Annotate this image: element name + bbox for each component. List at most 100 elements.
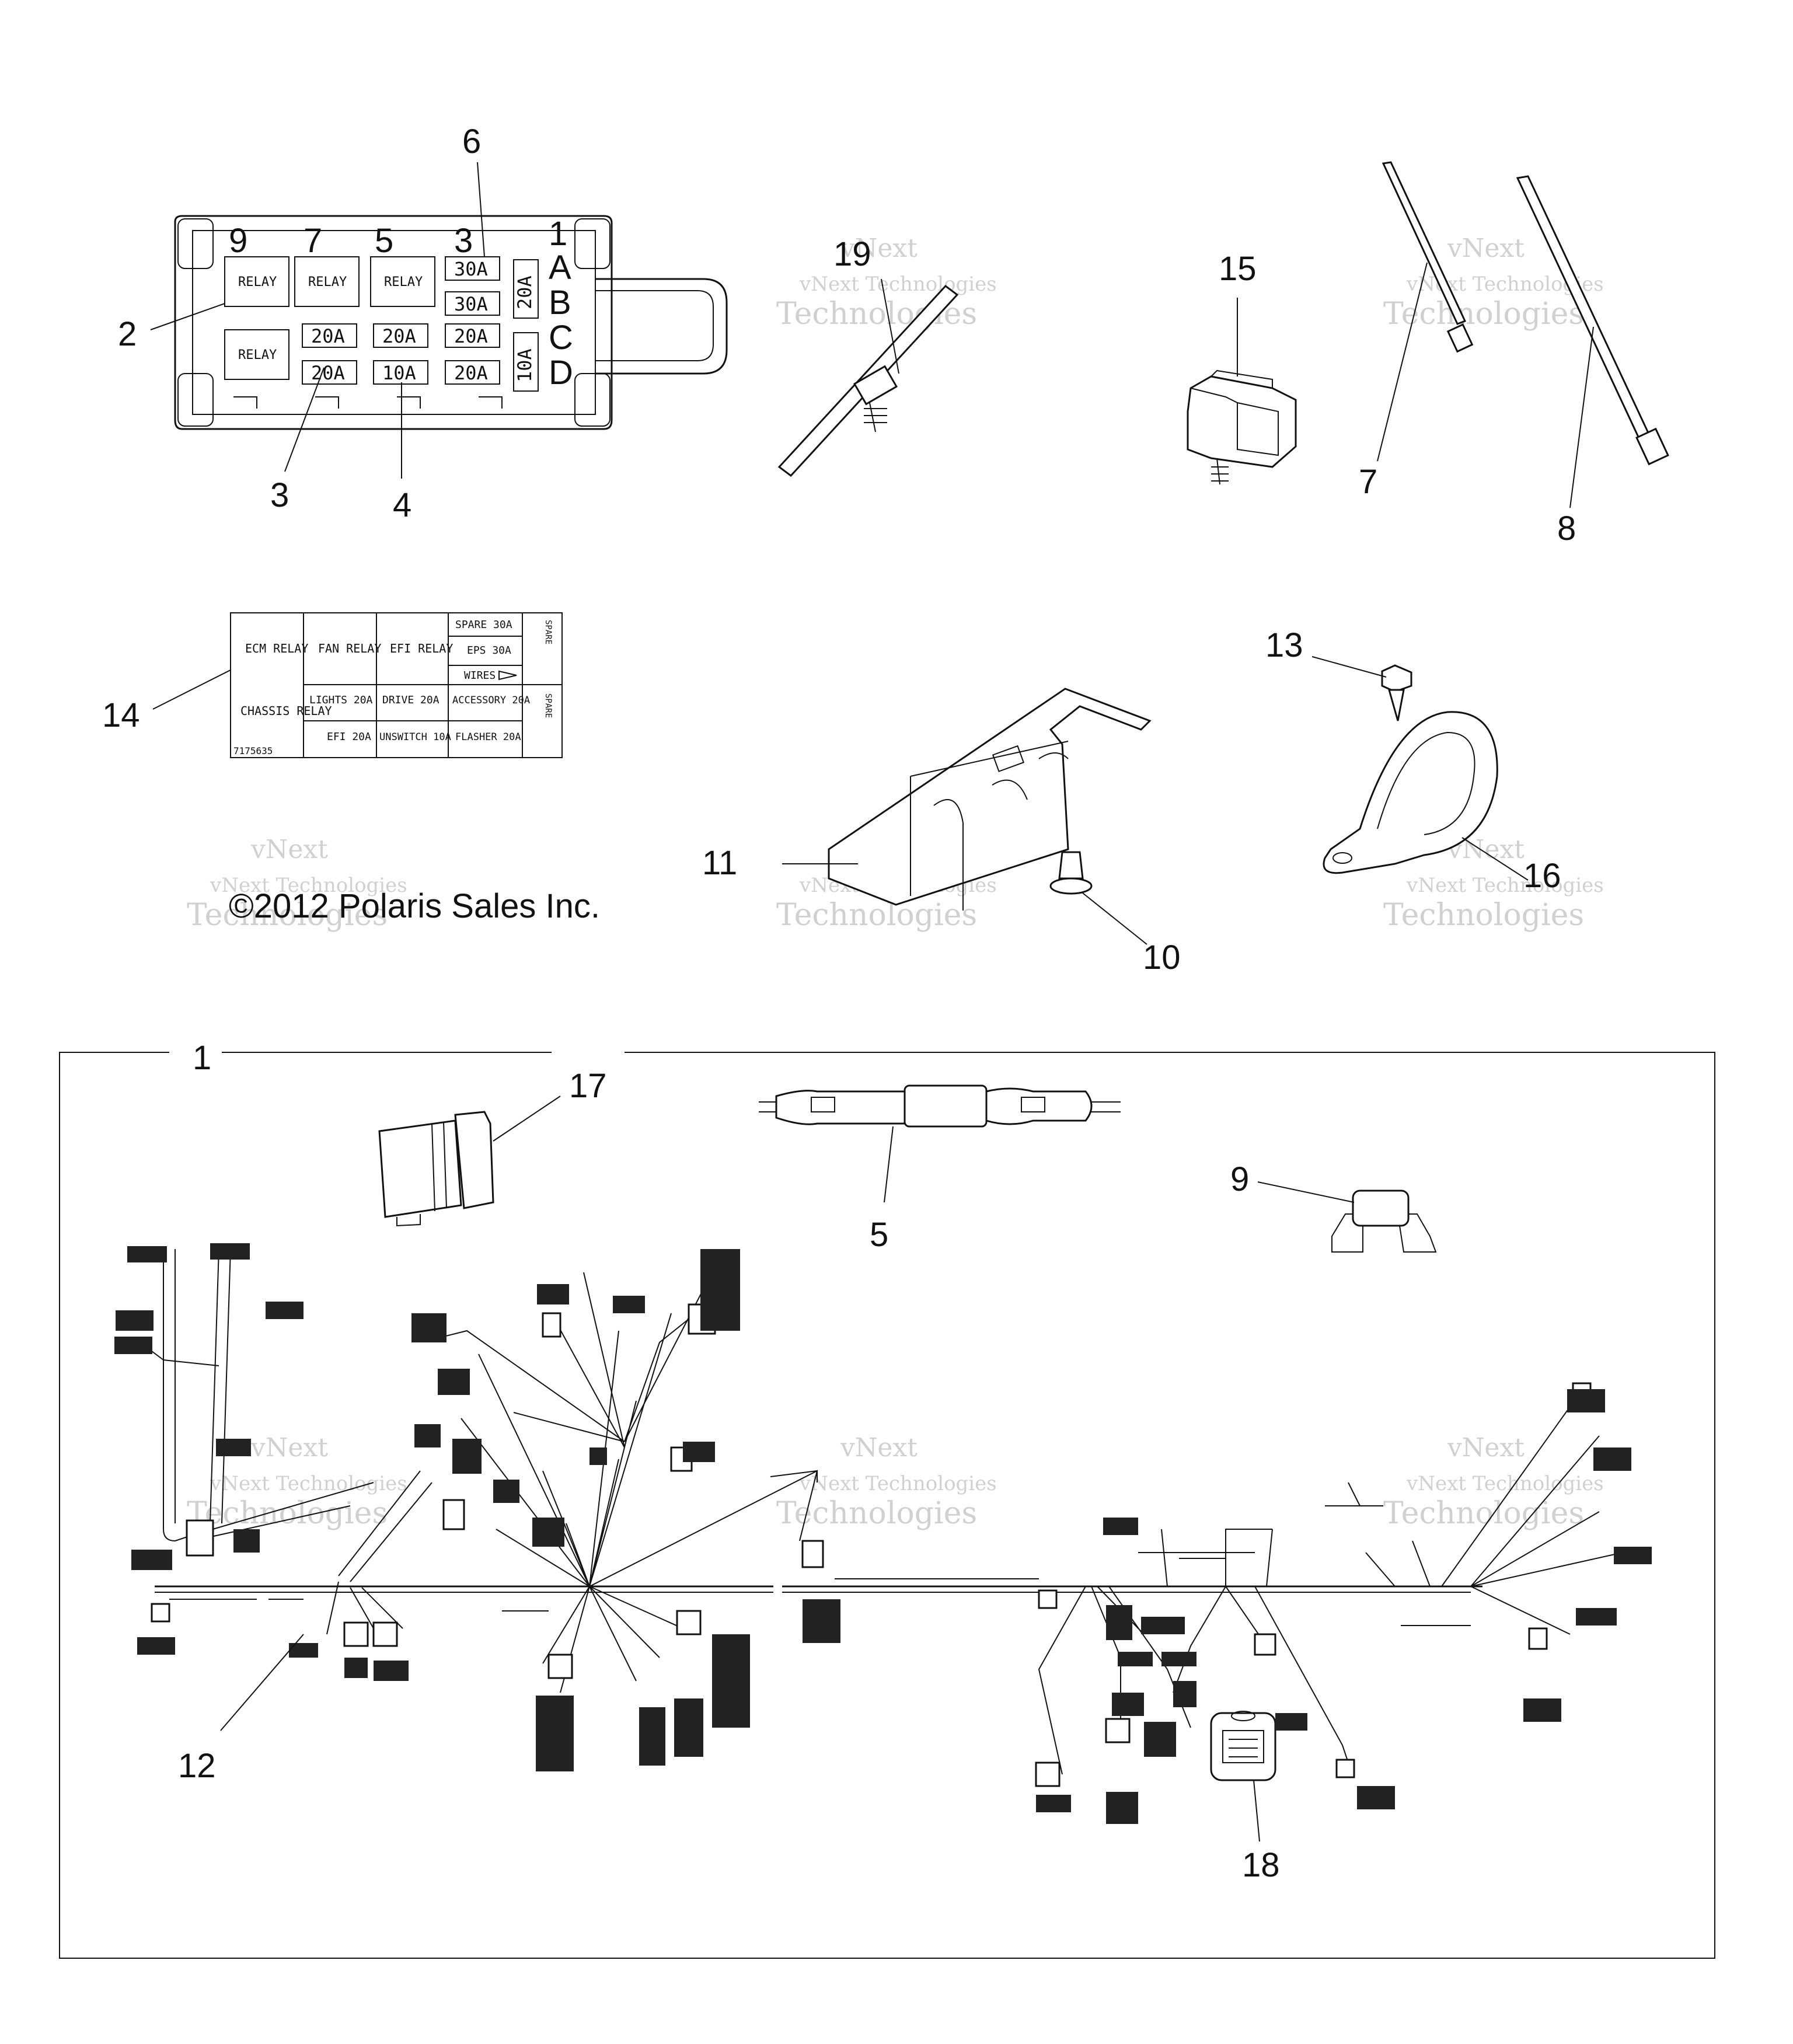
svg-text:ECM RELAY: ECM RELAY xyxy=(245,641,308,655)
callout-12: 12 xyxy=(178,1747,216,1785)
svg-text:ACCESSORY 20A: ACCESSORY 20A xyxy=(452,695,530,706)
svg-text:Technologies: Technologies xyxy=(1383,898,1584,933)
fuse-decal-14: ECM RELAY FAN RELAY EFI RELAY SPARE 30A … xyxy=(230,612,563,758)
svg-text:vNext: vNext xyxy=(250,1433,328,1463)
svg-text:FLASHER 20A: FLASHER 20A xyxy=(455,731,521,743)
svg-text:RELAY: RELAY xyxy=(238,348,277,362)
svg-text:LIGHTS 20A: LIGHTS 20A xyxy=(309,694,373,706)
svg-text:FAN RELAY: FAN RELAY xyxy=(318,641,381,655)
svg-text:SPARE 30A: SPARE 30A xyxy=(455,619,512,631)
svg-text:30A: 30A xyxy=(454,258,488,280)
fuse-box: 9 7 5 3 1 RELAY RELAY RELAY RELAY 30A 30… xyxy=(174,215,728,430)
watermark-2: vNext vNext Technologies Technologies xyxy=(776,233,997,332)
leader-7 xyxy=(1377,262,1428,462)
svg-text:Technologies: Technologies xyxy=(187,898,388,933)
screw-13 xyxy=(1381,664,1412,721)
svg-text:20A: 20A xyxy=(454,362,488,384)
cable-tie-19 xyxy=(777,284,959,477)
callout-14: 14 xyxy=(102,696,140,734)
svg-text:20A: 20A xyxy=(311,362,345,384)
leader-8 xyxy=(1569,326,1594,508)
connector-9 xyxy=(1331,1190,1437,1253)
callout-7: 7 xyxy=(1359,463,1377,501)
svg-text:RELAY: RELAY xyxy=(384,275,423,289)
svg-text:vNext: vNext xyxy=(840,233,918,263)
callout-16: 16 xyxy=(1523,857,1561,895)
svg-text:A: A xyxy=(549,249,571,287)
callout-11: 11 xyxy=(702,844,737,882)
svg-text:3: 3 xyxy=(454,222,473,260)
svg-text:vNext Technologies: vNext Technologies xyxy=(1406,874,1604,897)
leader-18 xyxy=(1253,1780,1260,1842)
svg-text:vNext Technologies: vNext Technologies xyxy=(210,1472,407,1495)
callout-13: 13 xyxy=(1265,626,1303,664)
svg-text:D: D xyxy=(549,354,573,392)
harness-dimensions xyxy=(169,1482,1471,1626)
watermark-9: vNext vNext Technologies Technologies xyxy=(1383,1433,1604,1531)
harness-labels xyxy=(114,1243,1652,1824)
watermark-8: vNext vNext Technologies Technologies xyxy=(776,1433,997,1531)
callout-9: 9 xyxy=(1230,1160,1249,1198)
connector-17 xyxy=(378,1111,494,1227)
svg-text:vNext: vNext xyxy=(840,1433,918,1463)
svg-text:vNext: vNext xyxy=(1447,233,1525,263)
copyright: ©2012 Polaris Sales Inc. xyxy=(229,887,600,925)
svg-text:7: 7 xyxy=(304,222,322,260)
leader-6 xyxy=(477,162,485,257)
leader-5 xyxy=(884,1126,894,1203)
callout-1: 1 xyxy=(193,1039,211,1077)
callout-15: 15 xyxy=(1219,250,1257,288)
svg-text:30A: 30A xyxy=(454,293,488,315)
svg-text:vNext: vNext xyxy=(250,835,328,864)
svg-text:C: C xyxy=(549,319,573,357)
svg-text:10A: 10A xyxy=(382,362,416,384)
svg-text:vNext Technologies: vNext Technologies xyxy=(210,874,407,897)
callout-3: 3 xyxy=(270,476,289,514)
bracket-11 xyxy=(828,688,1152,911)
watermark-7: vNext vNext Technologies Technologies xyxy=(187,1433,407,1531)
svg-text:B: B xyxy=(549,284,571,322)
leader-13 xyxy=(1311,656,1387,678)
leader-16 xyxy=(1461,837,1529,881)
push-rivet-10 xyxy=(1049,851,1093,895)
svg-text:EFI 20A: EFI 20A xyxy=(327,731,371,743)
callout-4: 4 xyxy=(393,486,411,524)
svg-text:EFI RELAY: EFI RELAY xyxy=(390,641,453,655)
leader-17 xyxy=(493,1096,561,1142)
cable-tie-8 xyxy=(1516,175,1669,466)
svg-text:Technologies: Technologies xyxy=(1383,1496,1584,1531)
leader-2 xyxy=(150,303,225,330)
leader-14 xyxy=(152,669,231,710)
svg-text:Technologies: Technologies xyxy=(1383,297,1584,332)
callout-10: 10 xyxy=(1143,939,1181,976)
connector-15 xyxy=(1187,369,1297,485)
leader-12 xyxy=(220,1634,304,1731)
wire-harness xyxy=(139,1248,1623,1787)
fuse-holder-5 xyxy=(759,1084,1121,1128)
svg-text:vNext Technologies: vNext Technologies xyxy=(799,273,997,296)
leader-10 xyxy=(1082,892,1147,945)
p-clamp-16 xyxy=(1323,711,1498,874)
cable-tie-7 xyxy=(1382,161,1474,353)
svg-text:vNext: vNext xyxy=(1447,1433,1525,1463)
callout-19: 19 xyxy=(833,235,871,273)
callout-6: 6 xyxy=(462,123,481,161)
svg-text:1: 1 xyxy=(549,215,567,253)
svg-text:20A: 20A xyxy=(514,275,536,309)
svg-text:vNext Technologies: vNext Technologies xyxy=(1406,1472,1604,1495)
svg-text:SPARE: SPARE xyxy=(543,620,553,644)
leader-9 xyxy=(1257,1181,1355,1203)
svg-text:7175635: 7175635 xyxy=(233,745,273,756)
svg-text:5: 5 xyxy=(375,222,393,260)
svg-text:20A: 20A xyxy=(311,325,345,347)
harness-frame xyxy=(59,1052,1715,1959)
svg-text:RELAY: RELAY xyxy=(238,275,277,289)
svg-text:Technologies: Technologies xyxy=(776,898,977,933)
svg-text:20A: 20A xyxy=(382,325,416,347)
svg-text:10A: 10A xyxy=(514,348,536,382)
svg-text:Technologies: Technologies xyxy=(187,1496,388,1531)
svg-text:CHASSIS RELAY: CHASSIS RELAY xyxy=(240,704,332,718)
svg-text:9: 9 xyxy=(229,222,247,260)
